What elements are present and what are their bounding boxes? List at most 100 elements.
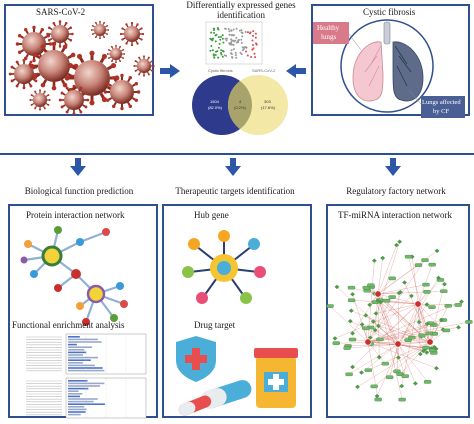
mirna-node <box>378 300 383 305</box>
volcano-dot <box>250 56 253 59</box>
mirna-node <box>376 355 382 360</box>
volcano-dot <box>241 35 244 38</box>
enrichment-bar <box>68 341 102 343</box>
tf-mirna-network <box>326 239 473 402</box>
volcano-dot <box>232 34 235 37</box>
mirna-node <box>424 350 430 355</box>
volcano-dot <box>224 27 227 30</box>
tf-node <box>343 346 351 350</box>
network-edge <box>417 303 444 330</box>
volcano-dot <box>237 41 240 44</box>
venn-right-label: SARS-CoV-2 <box>252 68 276 73</box>
volcano-dot <box>214 40 217 43</box>
volcano-dot <box>241 32 244 35</box>
tf-node <box>382 298 391 303</box>
healthy-lungs-label-line1: Healthy <box>317 24 340 32</box>
enrichment-bar <box>68 343 77 346</box>
arrow-right-from-sars <box>160 64 180 78</box>
deg-title-line1: Differentially expressed genes <box>186 0 296 10</box>
tf-node <box>425 331 433 336</box>
mirna-node <box>380 255 386 261</box>
hub-gene-illustration <box>182 230 266 304</box>
volcano-dot <box>212 27 215 30</box>
volcano-dot <box>217 56 220 59</box>
volcano-dot <box>228 42 231 45</box>
venn-right-value: 303 <box>264 99 271 104</box>
volcano-dot <box>254 36 257 39</box>
tf-node <box>422 282 430 287</box>
tf-node <box>367 283 375 287</box>
tf-node <box>404 254 413 259</box>
enrichment-analysis-plots <box>26 333 147 419</box>
enrichment-bar <box>68 336 80 338</box>
volcano-dot <box>217 46 220 49</box>
arrow-left-from-cf <box>286 64 306 78</box>
volcano-dot <box>219 38 222 41</box>
mirna-node <box>376 323 381 329</box>
heading-regulatory-network: Regulatory factory network <box>346 186 446 196</box>
network-edge <box>412 256 419 305</box>
volcano-dot <box>225 54 228 57</box>
network-edge <box>418 322 431 343</box>
heading-therapeutic-targets: Therapeutic targets identification <box>175 186 295 196</box>
volcano-dot <box>215 50 218 53</box>
enrichment-bar <box>68 367 103 369</box>
enrichment-bar <box>68 362 83 364</box>
cf-title: Cystic fibrosis <box>363 7 416 17</box>
tf-node <box>428 305 436 309</box>
network-edge <box>367 341 437 369</box>
hub-node <box>414 300 422 308</box>
volcano-dot <box>241 46 244 49</box>
volcano-dot <box>225 39 228 42</box>
tf-node <box>347 285 356 290</box>
ppi-title: Protein interaction network <box>26 210 125 220</box>
volcano-dot <box>224 37 227 40</box>
venn-mid-pct: (0.2%) <box>234 105 246 110</box>
mirna-node <box>372 327 378 333</box>
network-edge <box>377 291 401 295</box>
network-edge <box>389 343 399 378</box>
volcano-dot <box>252 47 255 50</box>
volcano-dot <box>235 27 238 30</box>
drug-target-title: Drug target <box>194 320 236 330</box>
tf-node <box>408 335 416 340</box>
venn-mid-value: 4 <box>239 99 242 104</box>
affected-lung-shape <box>392 41 424 102</box>
volcano-dot <box>217 36 220 39</box>
hub-gene-title: Hub gene <box>194 210 229 220</box>
tf-node <box>381 361 389 366</box>
network-edge <box>376 303 419 397</box>
volcano-dot <box>240 29 243 32</box>
virus-particle <box>8 58 40 90</box>
volcano-dot <box>212 53 215 56</box>
network-edge <box>374 341 431 387</box>
virus-particle <box>29 89 51 111</box>
network-edge <box>367 301 462 343</box>
volcano-dot <box>232 48 235 51</box>
volcano-dot <box>218 42 221 45</box>
enrichment-bar <box>68 393 83 395</box>
volcano-dot <box>220 35 223 38</box>
volcano-dot <box>245 50 248 53</box>
volcano-dot <box>209 49 212 52</box>
enrichment-bar <box>68 380 88 382</box>
biological-function-panel: Protein interaction network Functional e… <box>8 204 158 419</box>
tf-node <box>386 375 394 379</box>
enrichment-bar <box>68 364 95 367</box>
mirna-node <box>459 299 464 304</box>
network-edge <box>377 284 426 295</box>
volcano-dot <box>230 53 233 56</box>
network-edge <box>377 293 406 377</box>
network-edge <box>397 323 428 345</box>
enrichment-bar <box>68 346 93 348</box>
mirna-node <box>396 355 401 360</box>
volcano-dot <box>215 33 218 36</box>
volcano-dot <box>232 28 235 31</box>
volcano-dot <box>240 41 243 44</box>
tf-node <box>364 368 372 372</box>
tf-node <box>374 397 382 402</box>
network-edge <box>365 315 399 345</box>
volcano-dot <box>221 49 224 52</box>
volcano-dot <box>244 46 247 49</box>
network-edge <box>417 303 430 334</box>
